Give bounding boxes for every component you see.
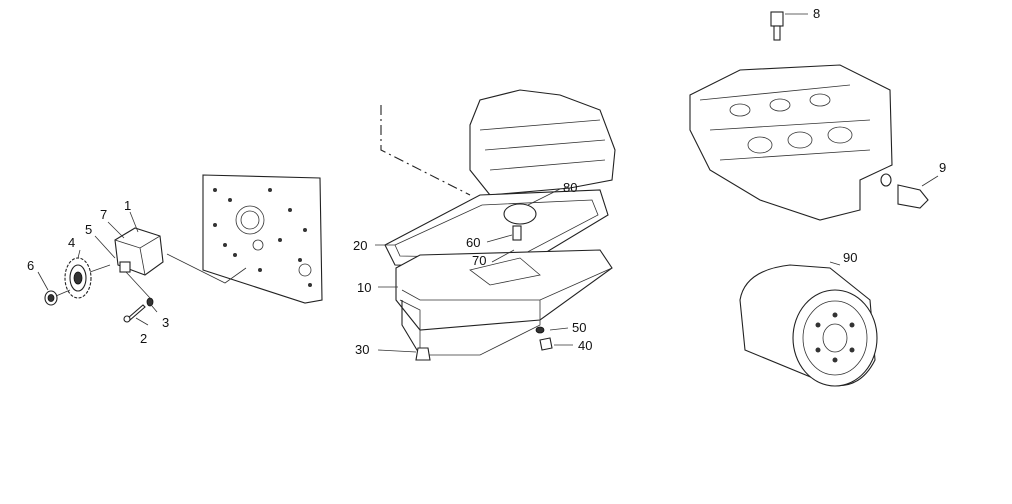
drain-plug bbox=[415, 347, 431, 361]
callout-60: 60 bbox=[466, 235, 480, 250]
callout-8: 8 bbox=[813, 6, 820, 21]
nut bbox=[44, 289, 71, 306]
callout-80: 80 bbox=[563, 180, 577, 195]
leader-lines bbox=[37, 188, 573, 353]
drain-plug-pan bbox=[535, 326, 553, 351]
centerline bbox=[380, 105, 471, 196]
oil-filter bbox=[739, 261, 878, 387]
leader-line bbox=[166, 253, 247, 284]
callout-10: 10 bbox=[357, 280, 371, 295]
washer bbox=[146, 297, 154, 307]
callout-30: 30 bbox=[355, 342, 369, 357]
oil-pump-gear bbox=[64, 257, 111, 299]
callout-2: 2 bbox=[140, 331, 147, 346]
temperature-sender bbox=[770, 11, 808, 41]
callout-9: 9 bbox=[939, 160, 946, 175]
callout-90: 90 bbox=[843, 250, 857, 265]
oil-pressure-switch bbox=[880, 173, 939, 209]
bolt bbox=[123, 304, 146, 323]
oil-pump bbox=[114, 227, 164, 276]
callout-5: 5 bbox=[85, 222, 92, 237]
callout-3: 3 bbox=[162, 315, 169, 330]
callout-4: 4 bbox=[68, 235, 75, 250]
oil-pan bbox=[395, 249, 613, 356]
callout-7: 7 bbox=[100, 207, 107, 222]
engine-block-lower bbox=[469, 89, 616, 196]
engine-front-plate bbox=[202, 174, 323, 304]
oil-strainer bbox=[503, 203, 537, 241]
callout-20: 20 bbox=[353, 238, 367, 253]
callout-1: 1 bbox=[124, 198, 131, 213]
callout-50: 50 bbox=[572, 320, 586, 335]
callout-6: 6 bbox=[27, 258, 34, 273]
callout-70: 70 bbox=[472, 253, 486, 268]
cylinder-head bbox=[689, 64, 893, 221]
callout-40: 40 bbox=[578, 338, 592, 353]
oil-pan-gasket bbox=[384, 189, 609, 269]
